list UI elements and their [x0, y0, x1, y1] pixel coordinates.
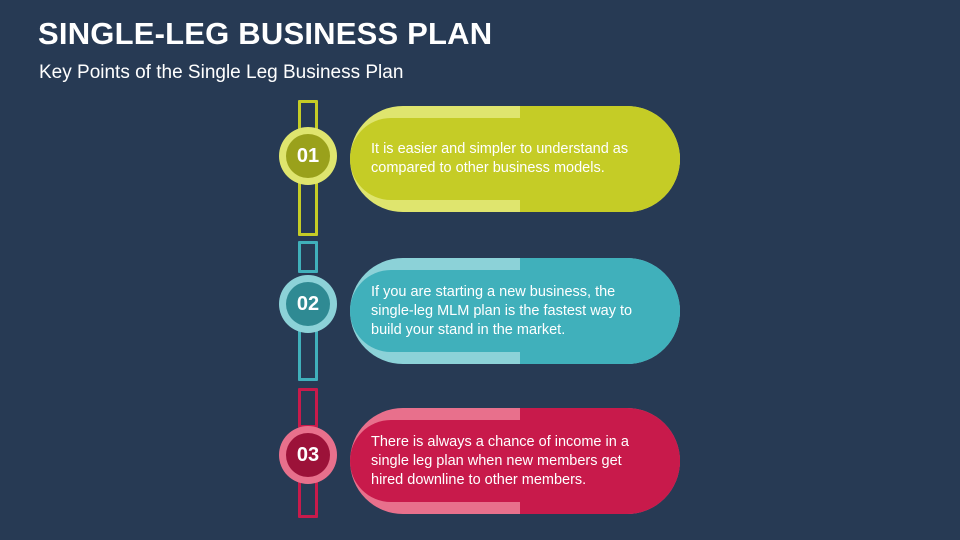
- slide-title: SINGLE-LEG BUSINESS PLAN: [38, 16, 493, 51]
- key-point-text: It is easier and simpler to understand a…: [371, 100, 671, 218]
- text-line: It is easier and simpler to understand a…: [371, 141, 629, 157]
- number-badge: 03: [286, 433, 330, 477]
- timeline-rail-top: [298, 241, 318, 273]
- pill-body: [350, 420, 680, 502]
- number-badge: 01: [286, 134, 330, 178]
- text-line: compared to other business models.: [371, 160, 605, 176]
- text-line: build your stand in the market.: [371, 321, 566, 338]
- key-point-text: There is always a chance of income in a …: [371, 402, 671, 520]
- pill-body: [350, 270, 680, 352]
- key-point-2: 02 If you are starting a new business, t…: [0, 241, 960, 381]
- timeline-rail-bottom: [298, 180, 318, 236]
- key-point-text: If you are starting a new business, the …: [371, 252, 671, 370]
- text-line: single leg plan when new members get: [371, 452, 622, 469]
- timeline-rail-top: [298, 388, 318, 428]
- text-line: There is always a chance of income in a: [371, 433, 629, 450]
- slide-subtitle: Key Points of the Single Leg Business Pl…: [39, 62, 404, 83]
- key-point-1: 01 It is easier and simpler to understan…: [0, 100, 960, 240]
- text-line: hired downline to other members.: [371, 471, 587, 488]
- number-badge: 02: [286, 282, 330, 326]
- text-line: If you are starting a new business, the: [371, 283, 616, 300]
- pill-body: [350, 118, 680, 200]
- text-line: single-leg MLM plan is the fastest way t…: [371, 302, 633, 319]
- key-point-3: 03 There is always a chance of income in…: [0, 388, 960, 528]
